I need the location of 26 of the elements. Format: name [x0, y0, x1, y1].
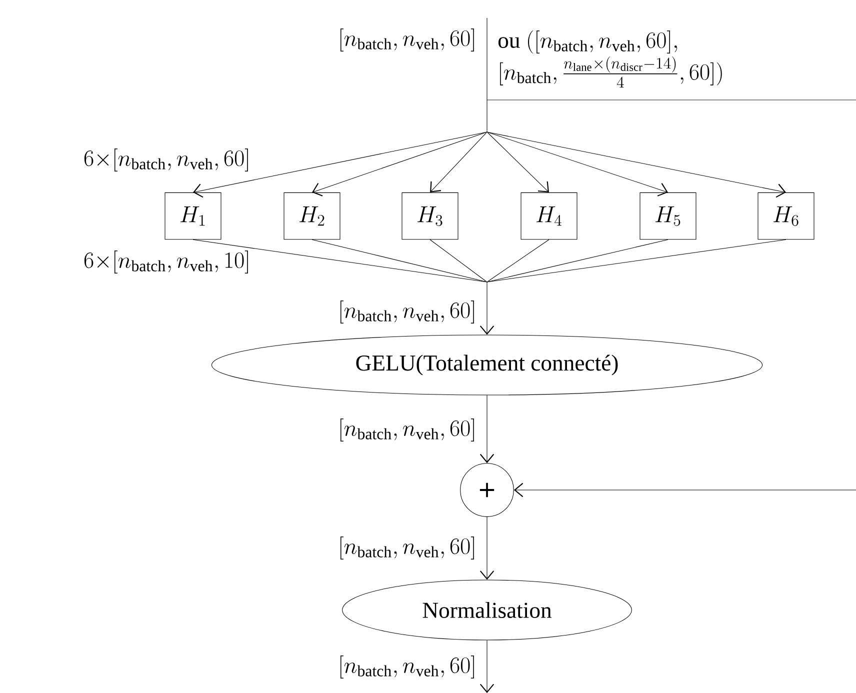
head-box: $H_6$: [758, 192, 814, 240]
head-box: $H_1$: [164, 192, 222, 240]
tensor-shape-label: $6{\times}[n_\text{batch}, n_\text{veh}, 60]$: [84, 148, 248, 172]
head-box: $H_2$: [284, 192, 340, 240]
arrow: [488, 132, 549, 192]
arrow: [514, 482, 856, 498]
arrow: [488, 132, 668, 196]
arrow: [480, 516, 494, 580]
arrow: [480, 282, 494, 335]
head-box: $H_5$: [640, 192, 696, 240]
tensor-shape-label: $\text{ou }([n_\text{batch}, n_\text{veh}, 60],$: [498, 30, 677, 54]
arrow: [488, 132, 786, 198]
edge-label: $[n_\text{batch}, n_\text{veh}, 60]$: [340, 656, 474, 678]
head-box: $H_3$: [402, 192, 458, 240]
edge-label: $[n_\text{batch}, n_\text{veh}, 60]$: [340, 300, 474, 324]
tensor-shape-label: $[n_\text{batch}, \frac{n_\text{lane}\times(n_\text{discr}-14)}{4}, 60])$: [500, 56, 722, 88]
arrow: [193, 132, 486, 198]
arrow: [312, 132, 486, 196]
arrow: [430, 132, 487, 192]
edge-label: $[n_\text{batch}, n_\text{veh}, 60]$: [340, 418, 474, 442]
arrow: [480, 640, 494, 693]
head-box: $H_4$: [520, 192, 578, 240]
edge-label: $[n_\text{batch}, n_\text{veh}, 60]$: [340, 28, 474, 52]
arrow: [480, 395, 494, 464]
tensor-shape-label: $6{\times}[n_\text{batch}, n_\text{veh}, 10]$: [84, 250, 248, 274]
edge-label: $[n_\text{batch}, n_\text{veh}, 60]$: [340, 536, 474, 560]
